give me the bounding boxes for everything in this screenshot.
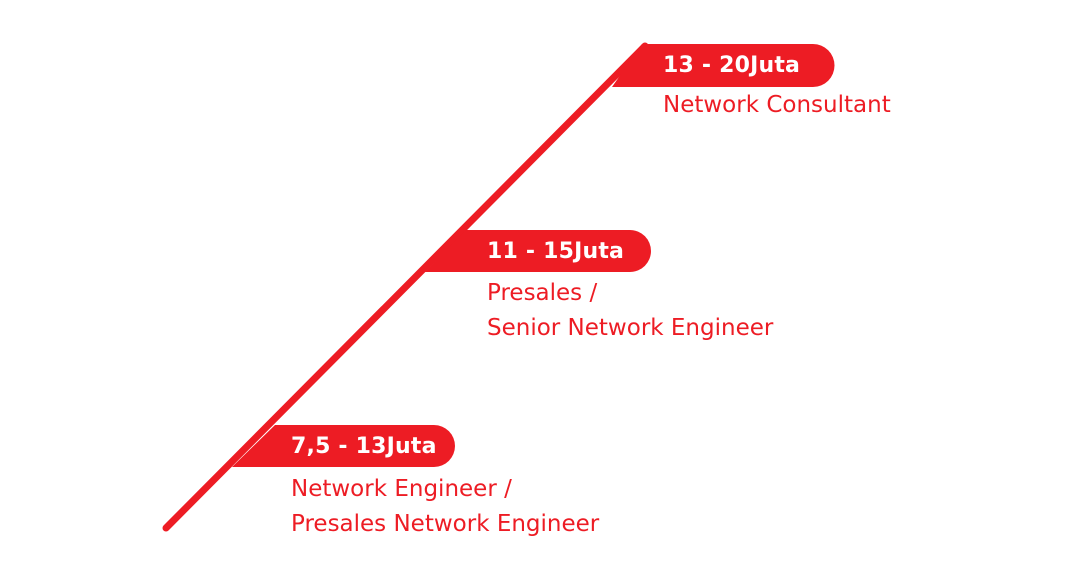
role-line: Network Consultant bbox=[663, 92, 891, 118]
role-label-3: Network Consultant bbox=[663, 88, 891, 123]
role-line: Network Engineer / bbox=[291, 476, 512, 502]
role-label-1: Network Engineer / Presales Network Engi… bbox=[291, 472, 599, 542]
salary-badge-shape-3 bbox=[612, 44, 835, 87]
salary-badge-shape-1 bbox=[232, 425, 455, 467]
role-label-2: Presales / Senior Network Engineer bbox=[487, 276, 773, 346]
salary-badge-3: 13 - 20Juta bbox=[663, 53, 801, 78]
role-line: Presales Network Engineer bbox=[291, 511, 600, 537]
career-growth-line bbox=[162, 42, 649, 532]
salary-badge-2: 11 - 15Juta bbox=[487, 239, 625, 264]
salary-badge-shape-2 bbox=[425, 230, 651, 272]
role-line: Senior Network Engineer bbox=[487, 315, 774, 341]
salary-badge-1: 7,5 - 13Juta bbox=[291, 434, 437, 459]
role-line: Presales / bbox=[487, 280, 598, 306]
